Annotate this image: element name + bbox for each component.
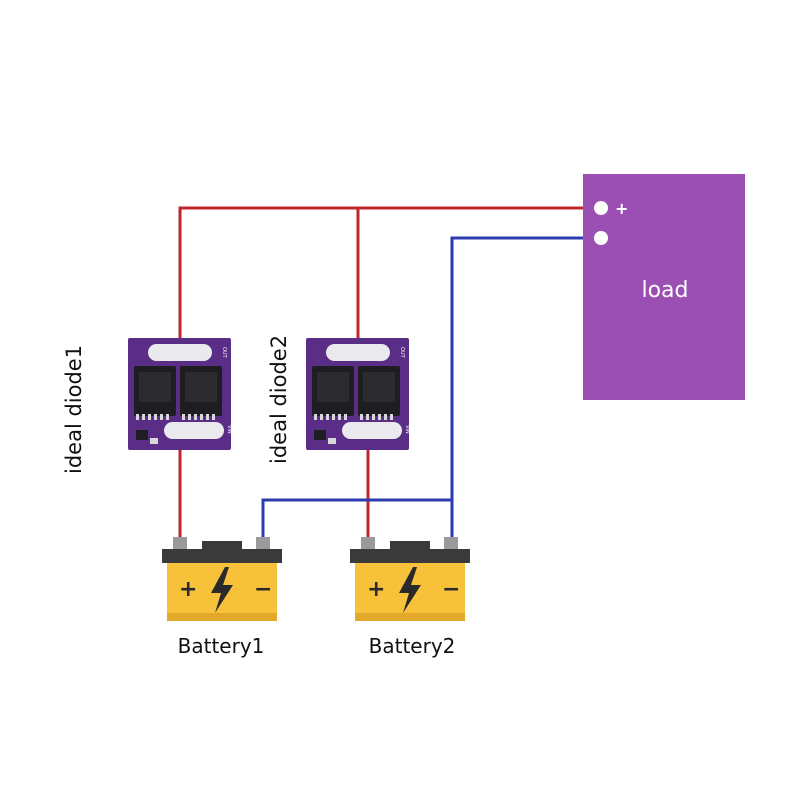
battery1: + −	[162, 537, 282, 621]
negative-battery1-wire	[261, 498, 452, 545]
vin-pad-label: VIN	[226, 425, 232, 434]
battery-cap	[202, 541, 242, 551]
ideal-diode1-label: ideal diode1	[62, 345, 86, 474]
mosfet-left-tab	[139, 372, 171, 402]
lightning-icon	[399, 567, 421, 613]
battery-cap	[390, 541, 430, 551]
ideal-diode2-label: ideal diode2	[267, 335, 291, 464]
battery-top	[350, 549, 470, 563]
vin-pad-label: VIN	[404, 425, 410, 434]
positive-bus-wire	[178, 206, 600, 341]
out-pad-label: OUT	[399, 347, 405, 359]
load-block: + load	[583, 174, 745, 400]
controller-chip	[136, 430, 148, 440]
out-pad-label: OUT	[221, 347, 227, 359]
battery-shade	[167, 613, 277, 621]
positive-post	[361, 537, 375, 549]
positive-post	[173, 537, 187, 549]
smd-part	[328, 438, 336, 444]
mosfet-pins	[314, 414, 393, 420]
load-label: load	[641, 278, 688, 303]
negative-post	[444, 537, 458, 549]
lightning-icon	[211, 567, 233, 613]
battery-minus-symbol: −	[254, 577, 272, 602]
load-box	[583, 174, 745, 400]
battery1-label: Battery1	[178, 634, 265, 658]
battery-plus-symbol: +	[179, 577, 197, 602]
negative-post	[256, 537, 270, 549]
vin-pad	[342, 422, 402, 439]
vin-pad	[164, 422, 224, 439]
mosfet-right-tab	[185, 372, 217, 402]
mosfet-left-tab	[317, 372, 349, 402]
ideal-diode2-module: OUT VIN	[306, 338, 410, 450]
smd-part	[150, 438, 158, 444]
battery-minus-symbol: −	[442, 577, 460, 602]
battery2-label: Battery2	[369, 634, 456, 658]
negative-wires	[261, 236, 600, 545]
load-negative-terminal	[594, 231, 608, 245]
controller-chip	[314, 430, 326, 440]
positive-wires	[178, 206, 600, 545]
battery2: + −	[350, 537, 470, 621]
battery-plus-symbol: +	[367, 577, 385, 602]
load-plus-label: +	[615, 199, 628, 218]
out-pad	[148, 344, 212, 361]
mosfet-pins	[136, 414, 215, 420]
battery-shade	[355, 613, 465, 621]
out-pad	[326, 344, 390, 361]
negative-load-wire	[450, 236, 600, 545]
load-positive-terminal	[594, 201, 608, 215]
ideal-diode1-module: OUT VIN	[128, 338, 232, 450]
mosfet-right-tab	[363, 372, 395, 402]
battery-top	[162, 549, 282, 563]
